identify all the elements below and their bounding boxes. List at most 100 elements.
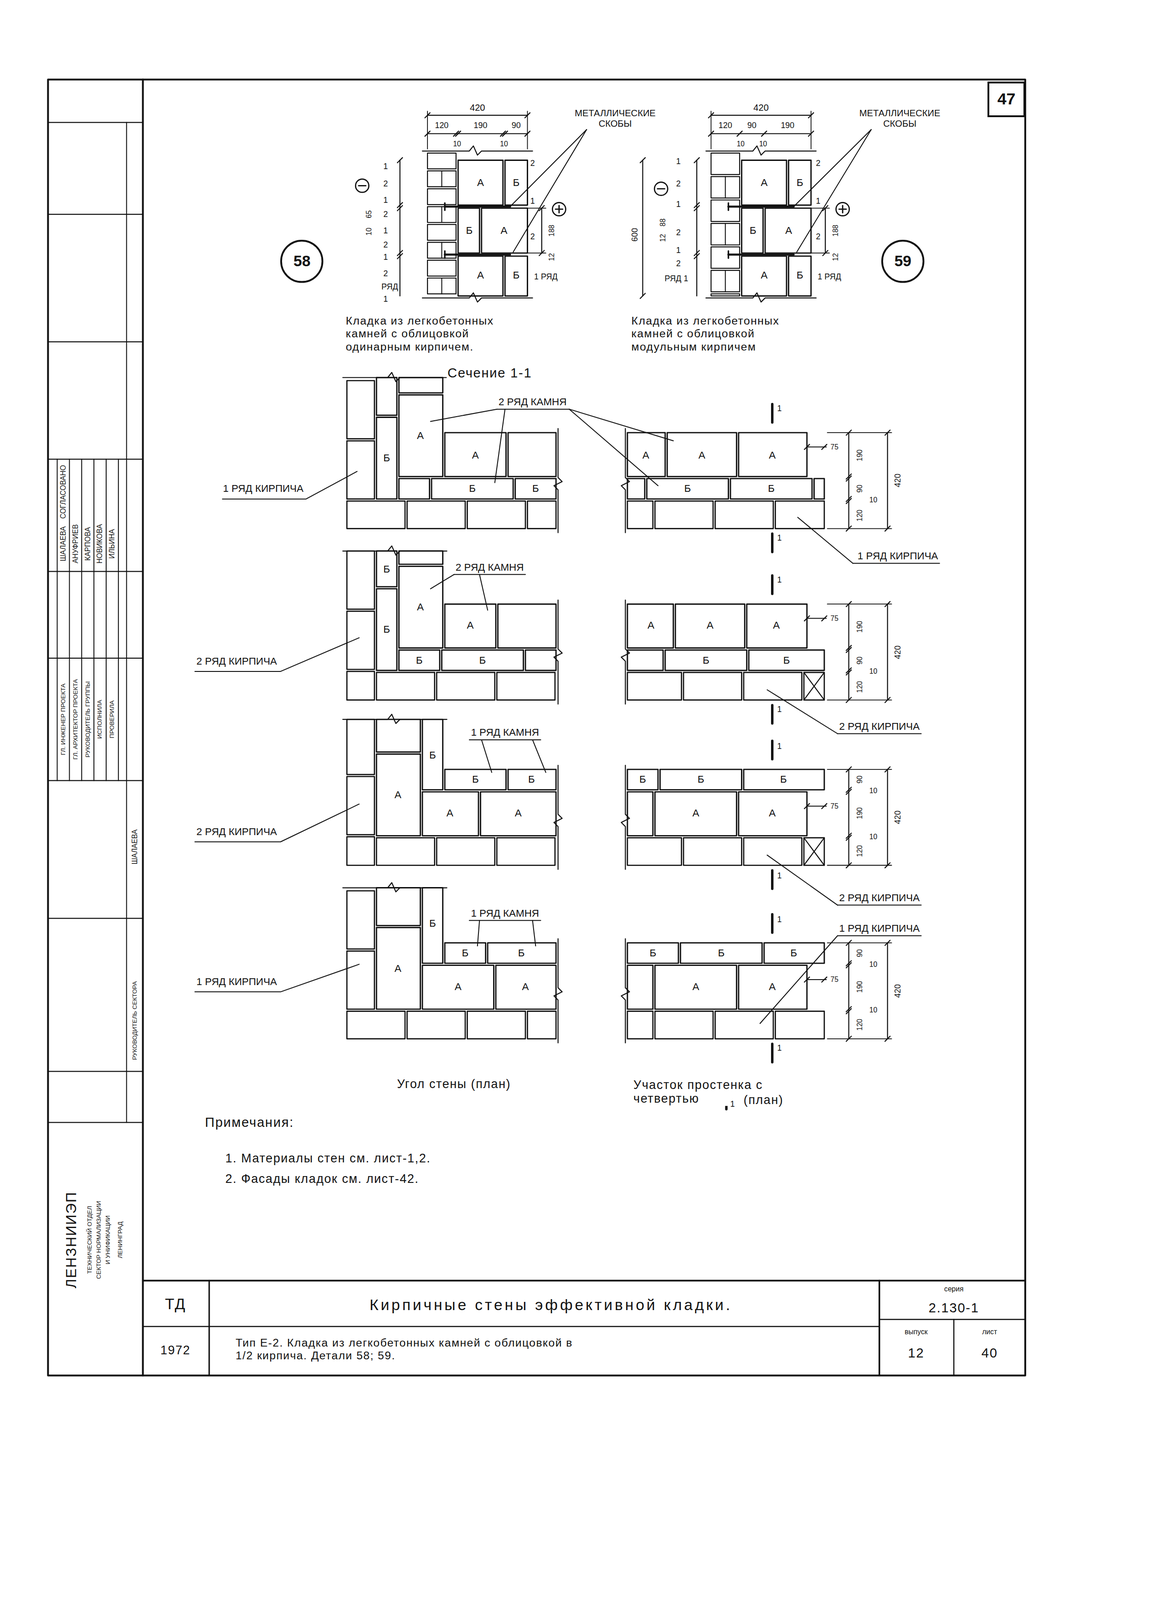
dimension-tick [821,444,827,450]
dimension-text: 2.130-1 [927,1300,981,1316]
block-mark: А [393,962,403,975]
masonry-unit [525,649,556,671]
block-mark: Б [428,749,438,761]
masonry-unit [714,500,774,529]
dimension-line [427,114,528,116]
dimension-tick [640,157,646,163]
masonry-unit [504,159,528,205]
brick-joint [724,176,726,198]
masonry-unit [346,611,375,670]
extension-line [827,941,892,943]
masonry-unit [376,550,397,587]
page-frame [47,79,1026,1376]
block-mark: Б [511,176,521,189]
note-text: 1 РЯД КИРПИЧА [856,550,940,562]
dimension-text: 12 [907,1345,926,1361]
extension-line [527,207,546,209]
leader-line [569,409,674,441]
dimension-text: 2 [529,158,536,169]
break-line [554,428,563,533]
dimension-tick [694,205,700,211]
extension-line [827,431,892,433]
section-mark [771,914,774,933]
stamp-text: ИСПОЛНИЛА [96,699,104,740]
dimension-text: 40 [980,1345,999,1361]
note-text: 1 РЯД [533,271,559,282]
masonry-unit [627,965,653,1009]
masonry-unit [741,159,787,205]
dimension-text: 420 [468,102,487,114]
masonry-unit [627,791,653,836]
masonry-unit [627,432,666,477]
note-text: 1 РЯД КАМНЯ [469,726,540,739]
leader-line [513,129,587,252]
dimension-tick [846,834,852,840]
masonry-unit [627,1010,653,1039]
dimension-text: 2 [815,158,822,169]
break-line [554,938,563,1043]
dimension-text: 10 [735,139,746,149]
masonry-unit [441,649,524,671]
block-mark: Б [683,483,693,495]
masonry-unit [627,500,653,529]
dimension-text: 10 [452,139,462,149]
masonry-unit [683,837,742,865]
dimension-tick [846,669,852,675]
detail-circle: 58 [279,238,325,284]
note-text: 2 РЯД КАМНЯ [454,561,525,574]
plus-symbol [552,202,566,216]
masonry-unit [422,965,494,1009]
stamp-text: ИЛЬИНА [107,528,117,560]
dimension-text: 1 [382,161,389,172]
break-line [621,938,630,1043]
brick-joint [724,223,726,245]
stamp-line [47,458,143,460]
masonry-unit [527,500,556,529]
masonry-unit [654,965,737,1009]
dimension-text: 2 [815,231,822,242]
dimension-text: 2 [675,258,682,268]
dimension-text: 90 [855,774,864,785]
masonry-unit [515,478,557,499]
stamp-line [118,458,119,781]
extension-line [527,252,546,254]
masonry-unit [398,565,443,648]
extension-line [710,111,712,150]
block-mark: А [453,980,463,993]
section-mark [771,533,774,552]
block-mark: А [691,807,700,819]
dimension-text: 2 [382,268,389,279]
dimension-text: 2 [675,227,682,238]
block-mark: А [759,269,769,282]
masonry-unit [654,1010,714,1039]
dimension-text: 88 [658,217,668,227]
block-mark: Б [382,452,391,464]
page-frame [142,79,144,1376]
stamp-line [126,122,128,1123]
dimension-text: 190 [855,447,864,462]
dimension-text: 2 [529,231,536,242]
leader-line [793,129,872,207]
masonry-unit [346,380,375,439]
block-mark: Б [465,224,474,237]
masonry-unit [427,224,457,241]
dimension-text: 120 [855,679,864,694]
dimension-text: 75 [829,975,840,984]
stamp-text: ГЛ. АРХИТЕКТОР ПРОЕКТА [71,678,79,761]
note-text: МЕТАЛЛИЧЕСКИЕ СКОБЫ [842,107,957,129]
dimension-text: 420 [893,473,903,489]
dimension-text: 120 [433,120,450,131]
title-block-line [878,1280,881,1375]
dimension-tick [821,803,827,809]
note-text: ТД [164,1295,187,1313]
dimension-line [848,769,849,865]
note-text: РЯД [380,282,400,292]
note-text: Кладка из легкобетонных камней с облицов… [630,314,801,354]
dimension-text: 420 [893,982,903,999]
masonry-unit [346,890,375,949]
leader-line [767,689,838,734]
stamp-text: ШАЛАЕВА [130,828,139,866]
dimension-tick [640,293,646,299]
dimension-tick [846,788,852,794]
dimension-line [848,603,849,700]
